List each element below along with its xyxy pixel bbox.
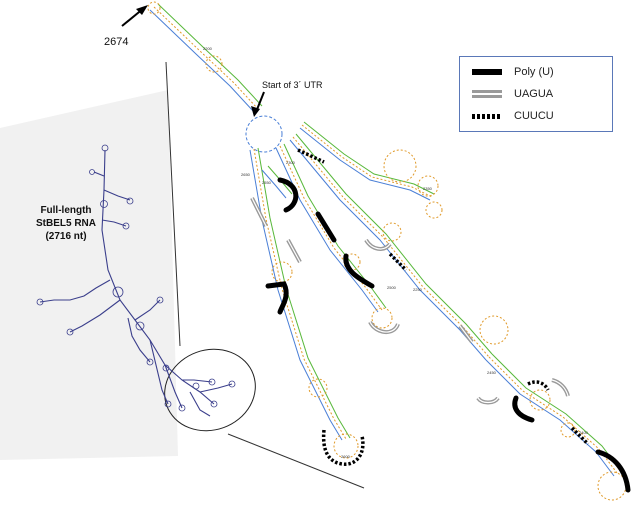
thumbnail-label-line-1: Full-length [40, 205, 92, 216]
stem-branch-4 [299, 121, 435, 201]
position-2400: 2400 [579, 430, 588, 435]
position-2650: 2650 [241, 172, 250, 177]
label-2674: 2674 [104, 36, 129, 48]
legend-label-cuucu: CUUCU [514, 110, 554, 122]
position-2200: 2200 [203, 46, 212, 51]
loop-2250-b [425, 201, 443, 219]
thumbnail-loops [36, 144, 236, 412]
legend: Poly (U) UAGUA CUUCU [459, 56, 613, 132]
motif-uagua [250, 197, 570, 405]
uagua-swatch [472, 88, 502, 100]
thumbnail-label: Full-length StBEL5 RNA (2716 nt) [18, 204, 114, 243]
legend-label-poly-u: Poly (U) [514, 66, 554, 78]
position-2300: 2300 [286, 160, 295, 165]
loop-2200 [205, 55, 223, 73]
label-start-utr: Start of 3´ UTR [262, 80, 323, 90]
motif-uagua-inner [251, 197, 569, 404]
thumbnail-label-line-3: (2716 nt) [45, 231, 87, 242]
position-2600: 2600 [341, 454, 350, 459]
poly-u-swatch [472, 66, 502, 78]
loop-low-branch1 [308, 378, 328, 398]
zoom-line-top [165, 61, 181, 347]
loop-branch5-a [529, 389, 551, 411]
motif-poly-u [265, 177, 631, 493]
loop-2500 [371, 307, 393, 329]
stem-top [149, 3, 263, 113]
stem-branch-1 [249, 147, 351, 441]
position-2500: 2500 [387, 285, 396, 290]
loop-mid-branch3 [382, 222, 402, 242]
loop-2250 [417, 175, 439, 197]
stem-branch-5 [485, 353, 621, 477]
position-2550: 2550 [262, 180, 271, 185]
motif-cuucu [297, 148, 590, 466]
legend-label-uagua: UAGUA [514, 88, 554, 100]
zoom-line-bottom [227, 433, 365, 489]
position-2350: 2350 [423, 186, 432, 191]
loop-mid-branch1 [271, 261, 293, 283]
loop-top [147, 1, 161, 15]
loop-branch5-b [560, 422, 576, 438]
legend-item-poly-u: Poly (U) [472, 63, 554, 81]
legend-item-uagua: UAGUA [472, 85, 553, 103]
stem-branch-2 [275, 143, 387, 313]
position-2250: 2250 [413, 287, 422, 292]
thumbnail-panel [0, 90, 178, 460]
thumbnail-structure [39, 149, 233, 417]
thumbnail-label-line-2: StBEL5 RNA [35, 218, 96, 229]
cuucu-swatch [472, 110, 502, 122]
zoom-ellipse [164, 348, 256, 432]
position-2450: 2450 [487, 370, 496, 375]
loop-2400 [597, 471, 627, 501]
junction-center [245, 115, 283, 153]
arrow-start-utr [251, 91, 265, 117]
arrow-2674 [121, 5, 148, 27]
loop-2450 [479, 315, 509, 345]
loop-2600 [333, 433, 359, 459]
legend-item-cuucu: CUUCU [472, 107, 554, 125]
loop-2350 [383, 149, 417, 183]
